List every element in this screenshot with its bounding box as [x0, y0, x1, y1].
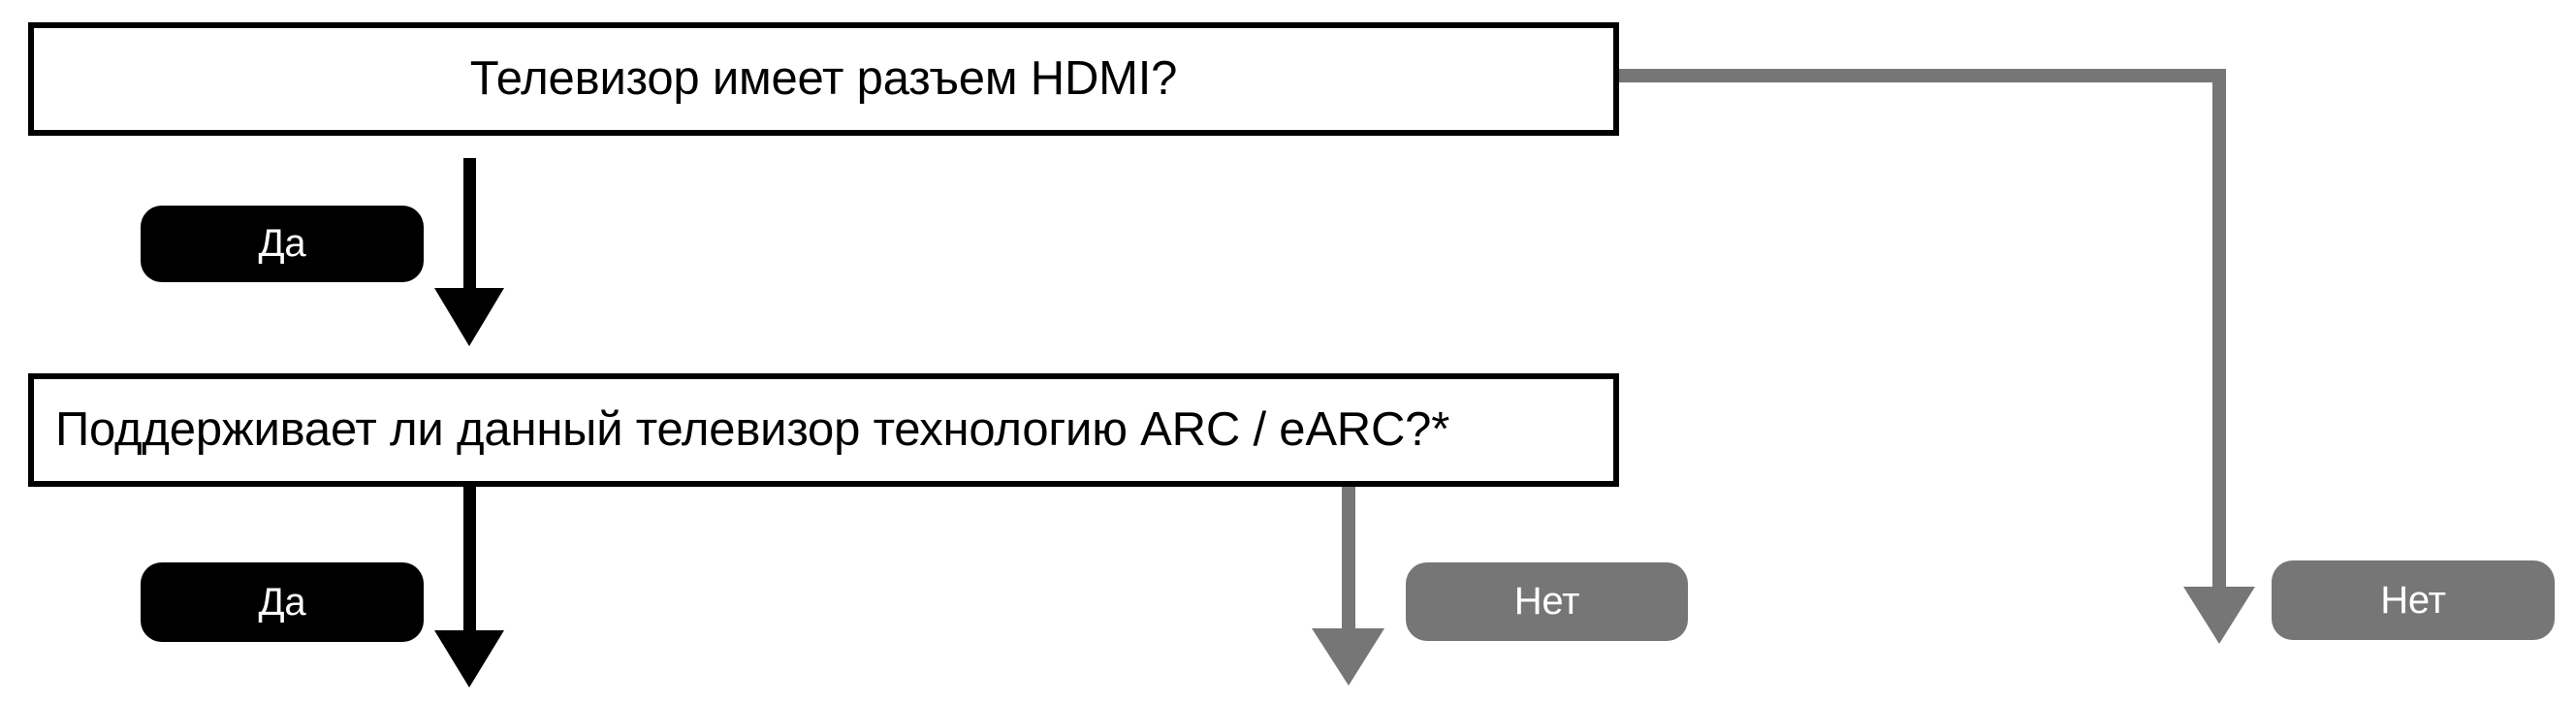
- decision-node-hdmi-label: Телевизор имеет разъем HDMI?: [469, 51, 1178, 105]
- edge-label-yes-hdmi-text: Да: [258, 222, 306, 265]
- connector-arc-no-down-icon: [1312, 485, 1384, 686]
- edge-label-no-arc-text: Нет: [1513, 580, 1580, 623]
- edge-label-yes-arc[interactable]: Да: [141, 562, 424, 642]
- connector-hdmi-no-elbow-icon: [1619, 69, 2255, 644]
- edge-label-no-hdmi[interactable]: Нет: [2272, 560, 2555, 640]
- decision-node-arc-label: Поддерживает ли данный телевизор техноло…: [55, 402, 1450, 456]
- edge-label-yes-hdmi[interactable]: Да: [141, 206, 424, 282]
- edge-label-no-hdmi-text: Нет: [2380, 578, 2446, 622]
- connector-arc-yes-down-icon: [434, 485, 504, 688]
- edge-label-yes-arc-text: Да: [258, 580, 306, 624]
- connector-hdmi-yes-down-icon: [434, 158, 504, 346]
- decision-node-hdmi[interactable]: Телевизор имеет разъем HDMI?: [28, 22, 1619, 136]
- decision-node-arc[interactable]: Поддерживает ли данный телевизор техноло…: [28, 373, 1619, 487]
- edge-label-no-arc[interactable]: Нет: [1406, 562, 1688, 641]
